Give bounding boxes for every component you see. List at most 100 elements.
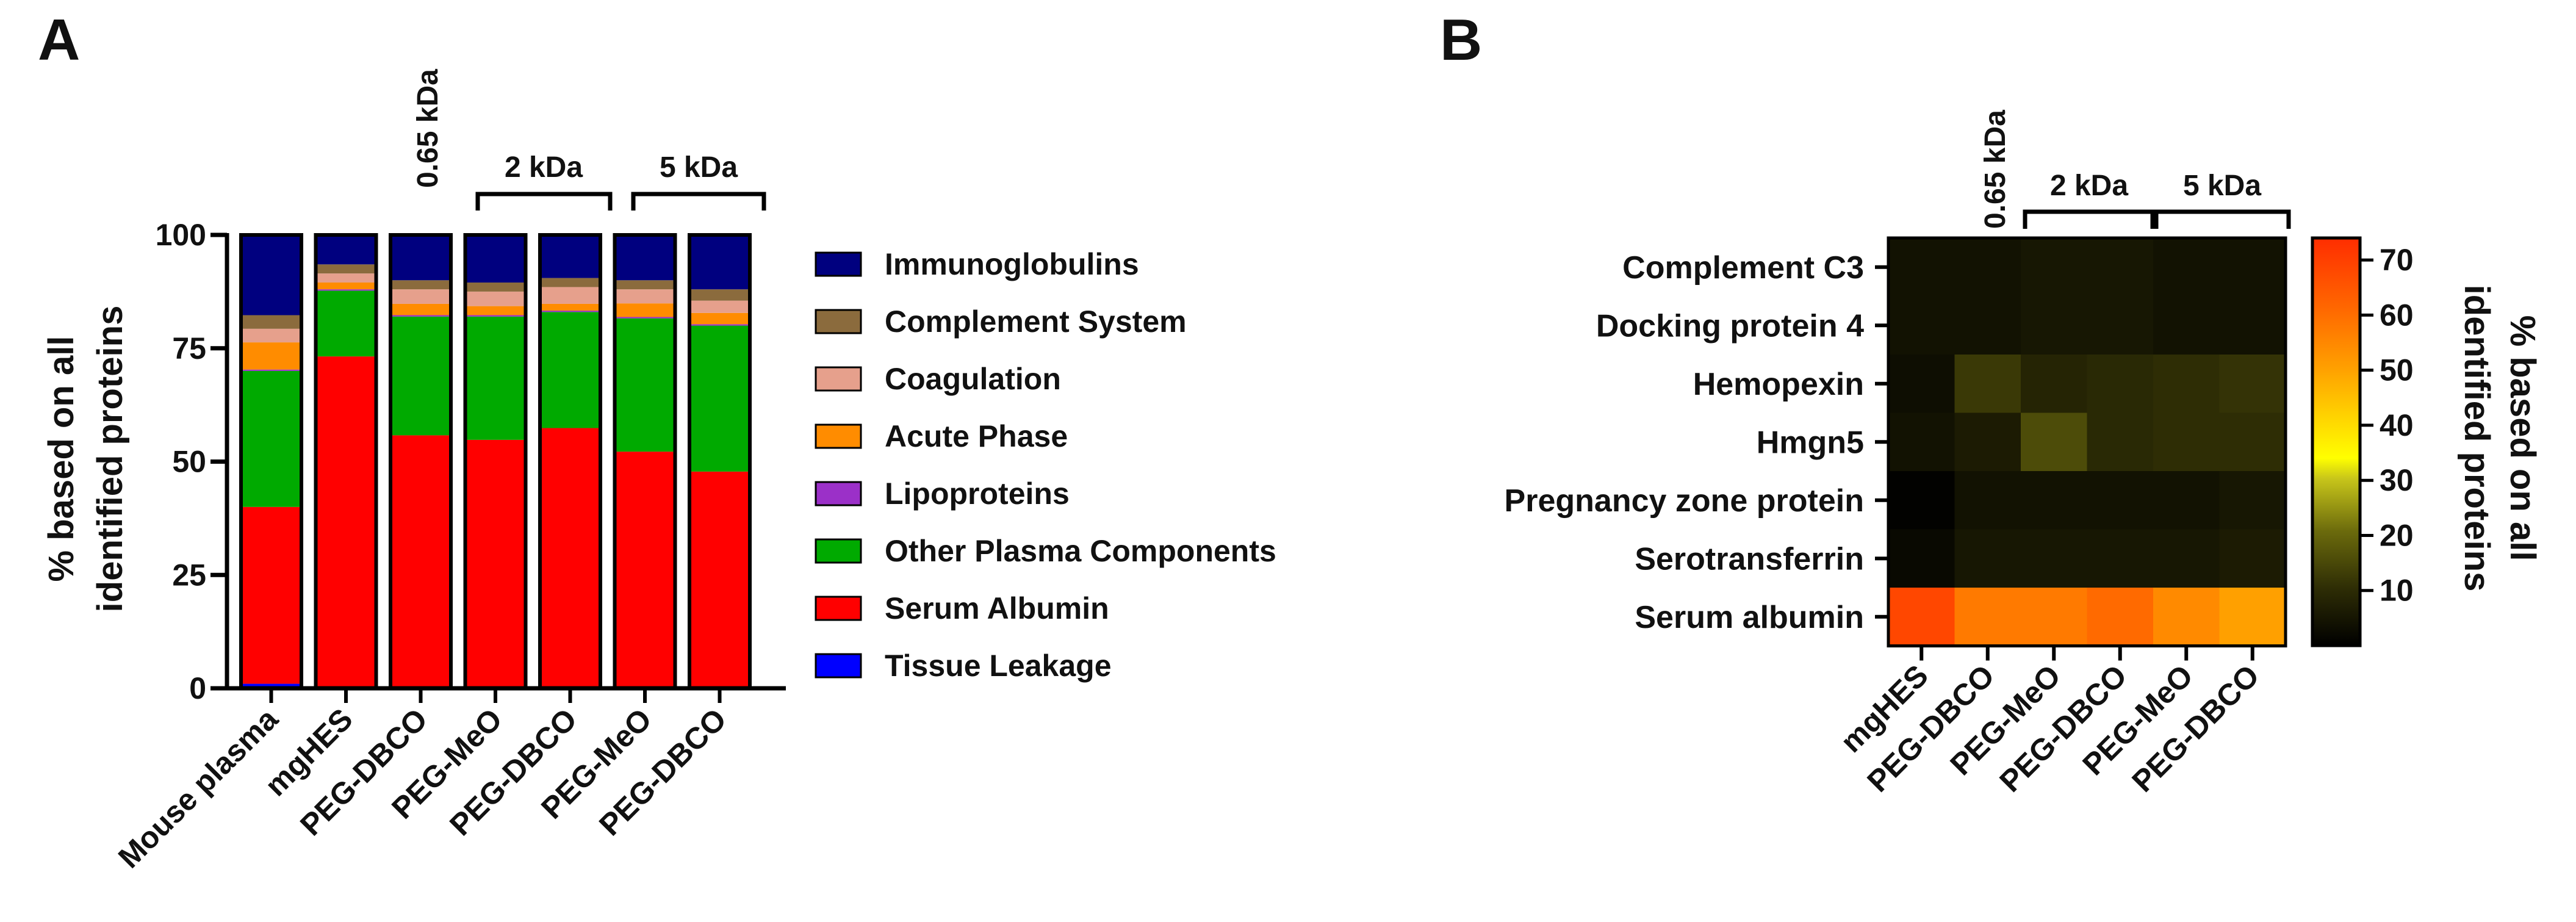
heatmap-cell — [1888, 588, 1955, 647]
legend-item: Coagulation — [815, 362, 1061, 396]
bar-segment — [390, 435, 451, 688]
legend-item: Immunoglobulins — [815, 247, 1139, 281]
bar-segment — [689, 289, 750, 301]
legend-swatch — [815, 653, 862, 679]
stacked-bar — [389, 233, 453, 690]
bar-segment — [465, 315, 526, 317]
legend-swatch — [815, 366, 862, 392]
heatmap-cell — [2219, 471, 2286, 530]
row-label: Complement C3 — [1622, 250, 1864, 286]
legend-swatch — [815, 596, 862, 621]
heatmap-cell — [1954, 355, 2021, 414]
group-label-065-a: 0.65 kDa — [412, 69, 444, 188]
bar-segment — [241, 506, 301, 684]
panel-a-letter: A — [38, 7, 80, 73]
group-label-5kda-a: 5 kDa — [660, 151, 738, 184]
bar-segment — [390, 315, 451, 317]
bar-segment — [465, 291, 526, 306]
group-label-5kda-b: 5 kDa — [2183, 170, 2261, 202]
bar-segment — [315, 290, 376, 357]
group-bracket-2kda-a: 2 kDa — [475, 151, 613, 211]
bar-segment — [540, 311, 600, 312]
bar-segment — [315, 283, 376, 290]
stacked-bar — [538, 233, 602, 690]
bar-segment — [465, 439, 526, 688]
legend-label: Lipoproteins — [885, 477, 1070, 511]
x-tick-label: Mouse plasma — [112, 701, 285, 874]
heatmap-cell — [1888, 529, 1955, 588]
bar-segment — [689, 325, 750, 472]
y-tick-label: 0 — [189, 671, 206, 705]
bar-segment — [241, 369, 301, 371]
group-label-2kda-b: 2 kDa — [2050, 170, 2128, 202]
heatmap-cell — [2153, 296, 2220, 355]
heatmap-cell — [2087, 529, 2154, 588]
heatmap-cell — [1888, 471, 1955, 530]
legend-item: Lipoproteins — [815, 477, 1070, 511]
legend-item: Complement System — [815, 304, 1187, 339]
y-tick-label: 75 — [172, 331, 206, 366]
bar-segment — [614, 235, 675, 281]
colorbar-tick-label: 30 — [2380, 463, 2414, 497]
bar-segment — [614, 317, 675, 319]
bar-segment — [689, 233, 750, 290]
legend-label: Acute Phase — [885, 419, 1068, 453]
stacked-bar — [463, 233, 528, 690]
legend-item: Other Plasma Components — [815, 534, 1276, 568]
heatmap-border — [1887, 236, 2287, 647]
bar-segment — [315, 289, 376, 291]
bar-segment — [465, 316, 526, 440]
bar-segment — [689, 312, 750, 325]
y-tick-label: 25 — [172, 558, 206, 592]
bar-segment — [241, 235, 301, 315]
heatmap-cell — [2021, 296, 2088, 355]
panel-a-ylabel: % based on all identified proteins — [41, 306, 130, 613]
legend-item: Tissue Leakage — [815, 649, 1112, 683]
bar-segment — [614, 318, 675, 452]
panel-b-heatmap-cells — [1887, 236, 2287, 647]
heatmap-cell — [2153, 412, 2220, 472]
heatmap-cell — [1888, 412, 1955, 472]
bar-segment — [540, 312, 600, 428]
y-tick-label: 50 — [172, 445, 206, 479]
stacked-bar — [314, 233, 378, 690]
bar-segment — [465, 283, 526, 292]
bar-segment — [390, 303, 451, 315]
legend-item: Serum Albumin — [815, 591, 1109, 625]
row-label: Docking protein 4 — [1596, 308, 1864, 344]
heatmap-cell — [2021, 238, 2088, 297]
group-label-2kda-a: 2 kDa — [505, 151, 583, 184]
legend-swatch — [815, 309, 862, 334]
bar-segment — [614, 289, 675, 304]
heatmap-cell — [2219, 529, 2286, 588]
legend-swatch — [815, 423, 862, 449]
colorbar-tick-label: 70 — [2380, 243, 2414, 277]
heatmap-cell — [2087, 296, 2154, 355]
heatmap-cell — [1954, 529, 2021, 588]
bar-segment — [315, 273, 376, 283]
bar-segment — [614, 303, 675, 317]
bar-segment — [241, 315, 301, 329]
panel-b-letter: B — [1440, 7, 1482, 73]
heatmap-cell — [2021, 588, 2088, 647]
heatmap-cell — [2153, 471, 2220, 530]
bar-segment — [315, 235, 376, 265]
heatmap-cell — [2087, 412, 2154, 472]
bar-segment — [689, 471, 750, 688]
colorbar-tick-label: 10 — [2380, 574, 2414, 608]
panel-a-bars — [239, 233, 752, 690]
heatmap-cell — [2021, 412, 2088, 472]
heatmap-cell — [2219, 588, 2286, 647]
legend-label: Serum Albumin — [885, 591, 1109, 625]
bar-segment — [241, 683, 301, 688]
bar-segment — [614, 452, 675, 688]
legend-item: Acute Phase — [815, 419, 1068, 453]
bar-segment — [540, 287, 600, 304]
heatmap-cell — [2153, 355, 2220, 414]
panel-a-chart: % based on all identified proteins 0 25 50… — [41, 69, 1276, 875]
legend-swatch — [815, 251, 862, 277]
